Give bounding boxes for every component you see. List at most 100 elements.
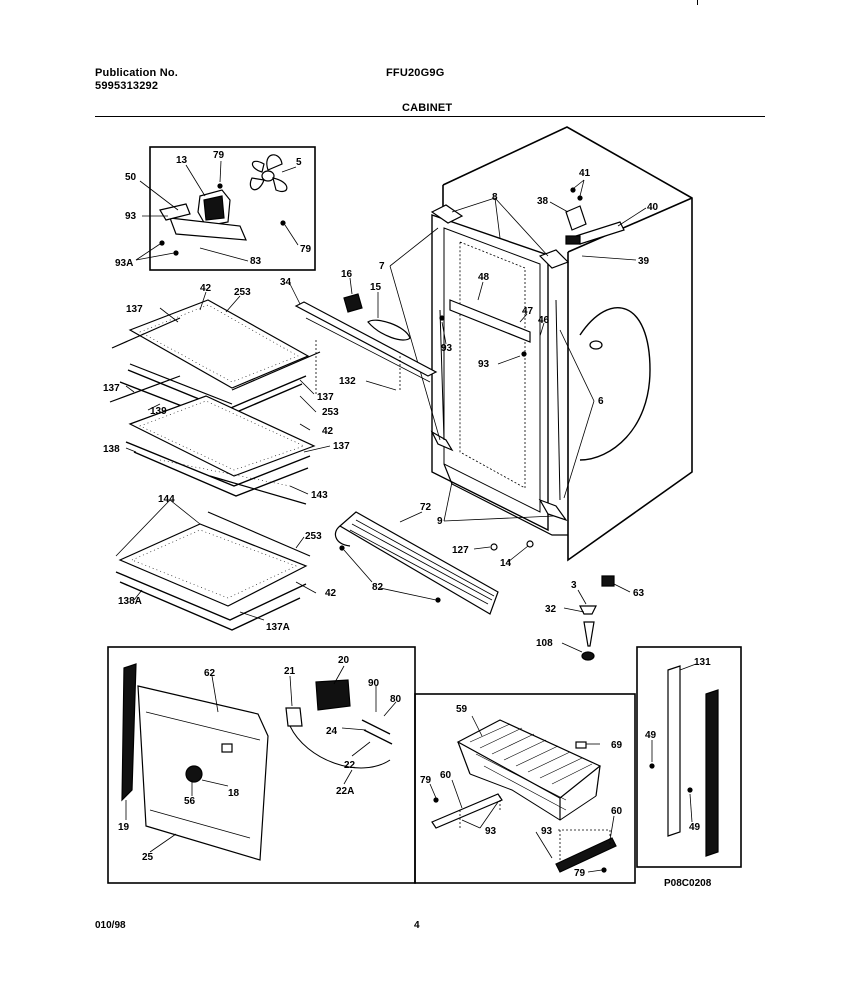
callout: 93 <box>125 211 137 222</box>
basket-runner <box>431 793 503 829</box>
middle-shelf <box>125 395 316 487</box>
leveling-leg <box>579 575 615 661</box>
callout: 93 <box>441 343 453 354</box>
toe-grille <box>334 511 499 615</box>
header-rule <box>95 116 765 117</box>
top-edge-mark <box>697 0 698 5</box>
lower-shelf-frame <box>133 451 309 505</box>
callout: 137A <box>266 622 290 633</box>
callout: 253 <box>305 531 322 542</box>
callout: 42 <box>200 283 212 294</box>
callout: 83 <box>250 256 262 267</box>
callout: 22 <box>344 760 356 771</box>
callout: 137 <box>103 383 120 394</box>
callout: 80 <box>390 694 402 705</box>
fan-blade <box>249 154 288 192</box>
cabinet-shell <box>431 126 693 562</box>
callout: 14 <box>500 558 512 569</box>
callout: 56 <box>184 796 196 807</box>
callout: 25 <box>142 852 154 863</box>
drawing-code: P08C0208 <box>664 878 712 889</box>
callout-labels: 13 79 5 50 93 93A 83 79 41 38 40 39 8 7 … <box>103 150 711 879</box>
callout: 59 <box>456 704 468 715</box>
callout: 143 <box>311 490 328 501</box>
callout: 132 <box>339 376 356 387</box>
callout: 60 <box>440 770 452 781</box>
callout: 49 <box>645 730 657 741</box>
evaporator-cover <box>137 685 269 861</box>
top-hinge <box>565 187 625 245</box>
callout: 6 <box>598 396 604 407</box>
callout: 127 <box>452 545 469 556</box>
damper-control <box>343 293 363 313</box>
trim-inset <box>636 646 742 868</box>
callout: 90 <box>368 678 380 689</box>
page-number: 4 <box>414 920 420 931</box>
callout: 20 <box>338 655 350 666</box>
callout: 138A <box>118 596 142 607</box>
callout: 13 <box>176 155 188 166</box>
callout: 22A <box>336 786 354 797</box>
callout: 137 <box>126 304 143 315</box>
publication-number: 5995313292 <box>95 80 159 92</box>
section-title: CABINET <box>402 102 453 114</box>
bottom-shelf <box>115 511 311 631</box>
callout: 16 <box>341 269 353 280</box>
callout: 253 <box>322 407 339 418</box>
air-duct-insulation <box>367 319 411 341</box>
basket-inset <box>414 693 636 884</box>
callout: 139 <box>150 406 167 417</box>
fan-motor-inset <box>149 146 316 271</box>
callout: 40 <box>647 202 659 213</box>
damper-housing <box>315 679 351 711</box>
callout: 93A <box>115 258 133 269</box>
callout: 79 <box>574 868 586 879</box>
callout: 34 <box>280 277 292 288</box>
callout: 50 <box>125 172 137 183</box>
shelf-support-rail <box>449 299 531 343</box>
callout: 72 <box>420 502 432 513</box>
callout: 138 <box>103 444 120 455</box>
air-tube <box>294 301 438 377</box>
callout: 79 <box>300 244 312 255</box>
duct-seal <box>121 663 137 802</box>
callout: 108 <box>536 638 553 649</box>
callout: 39 <box>638 256 650 267</box>
callout: 7 <box>379 261 385 272</box>
callout: 47 <box>522 306 534 317</box>
callout: 62 <box>204 668 216 679</box>
callout: 253 <box>234 287 251 298</box>
callout: 93 <box>478 359 490 370</box>
callout: 137 <box>317 392 334 403</box>
callout: 48 <box>478 272 490 283</box>
model-number: FFU20G9G <box>386 67 445 79</box>
callout: 18 <box>228 788 240 799</box>
callout: 42 <box>325 588 337 599</box>
callout: 63 <box>633 588 645 599</box>
callout: 46 <box>538 315 550 326</box>
callout: 41 <box>579 168 591 179</box>
callout: 21 <box>284 666 296 677</box>
callout: 93 <box>485 826 497 837</box>
liner-trim-left <box>667 665 681 837</box>
callout: 60 <box>611 806 623 817</box>
callout: 49 <box>689 822 701 833</box>
callout: 137 <box>333 441 350 452</box>
publication-label: Publication No. <box>95 67 179 79</box>
callout: 32 <box>545 604 557 615</box>
basket-runner <box>555 837 617 873</box>
callout: 42 <box>322 426 334 437</box>
callout: 3 <box>571 580 577 591</box>
callout: 93 <box>541 826 553 837</box>
callout: 8 <box>492 192 498 203</box>
callout: 131 <box>694 657 711 668</box>
top-shelf <box>111 299 321 405</box>
callout: 15 <box>370 282 382 293</box>
callout: 19 <box>118 822 130 833</box>
callout: 5 <box>296 157 302 168</box>
callout: 24 <box>326 726 338 737</box>
freezer-basket <box>456 719 602 821</box>
fan-motor <box>159 189 247 241</box>
liner-trim-right <box>705 689 719 857</box>
